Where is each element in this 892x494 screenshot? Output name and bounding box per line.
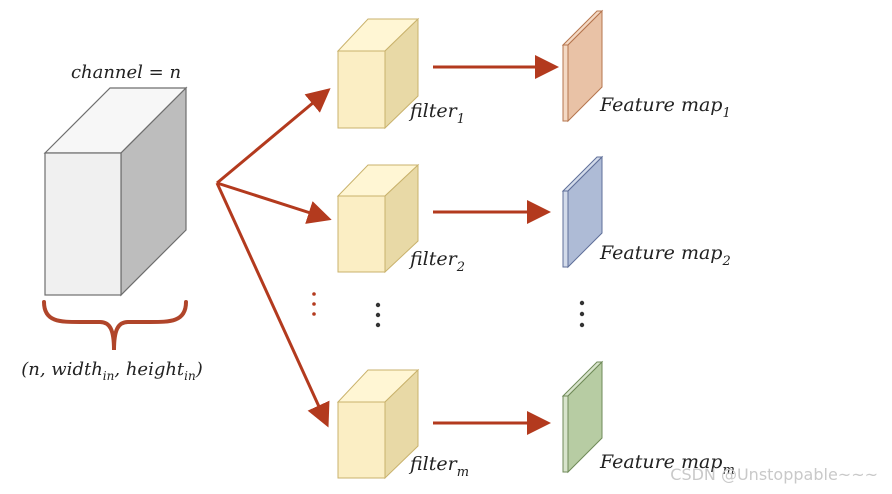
watermark: CSDN @Unstoppable~~~ bbox=[670, 465, 878, 484]
arrow-to-filter-2 bbox=[216, 181, 332, 224]
feature-maps-ellipsis bbox=[579, 300, 585, 328]
feature-map-2 bbox=[561, 155, 604, 269]
feature-map-label-1: Feature map1 bbox=[599, 94, 731, 121]
filter-cube-2 bbox=[336, 163, 420, 274]
filter-label-1: filter1 bbox=[408, 100, 465, 127]
arrow-to-filter-1 bbox=[216, 88, 331, 185]
arrows-ellipsis bbox=[312, 292, 316, 316]
filter-label-m: filterm bbox=[408, 453, 469, 480]
feature-map-m bbox=[561, 360, 604, 474]
feature-map-label-m: Feature mapm bbox=[599, 451, 735, 478]
feature-map-1 bbox=[561, 9, 604, 123]
input-shape-label: (n, widthin, heightin) bbox=[21, 359, 203, 383]
filters-ellipsis bbox=[375, 302, 381, 328]
filter-label-2: filter2 bbox=[408, 248, 465, 275]
arrow-to-filter-m bbox=[215, 182, 330, 428]
filter-to-map-arrows bbox=[433, 55, 559, 435]
fanout-arrows bbox=[215, 88, 332, 428]
input-volume bbox=[43, 86, 188, 297]
feature-map-label-2: Feature map2 bbox=[599, 242, 731, 269]
filter-cube-m bbox=[336, 368, 420, 480]
input-volume-front bbox=[44, 152, 122, 296]
channel-label: channel = n bbox=[71, 62, 181, 83]
filter-cube-1 bbox=[336, 17, 420, 130]
shape-brace bbox=[42, 300, 188, 351]
